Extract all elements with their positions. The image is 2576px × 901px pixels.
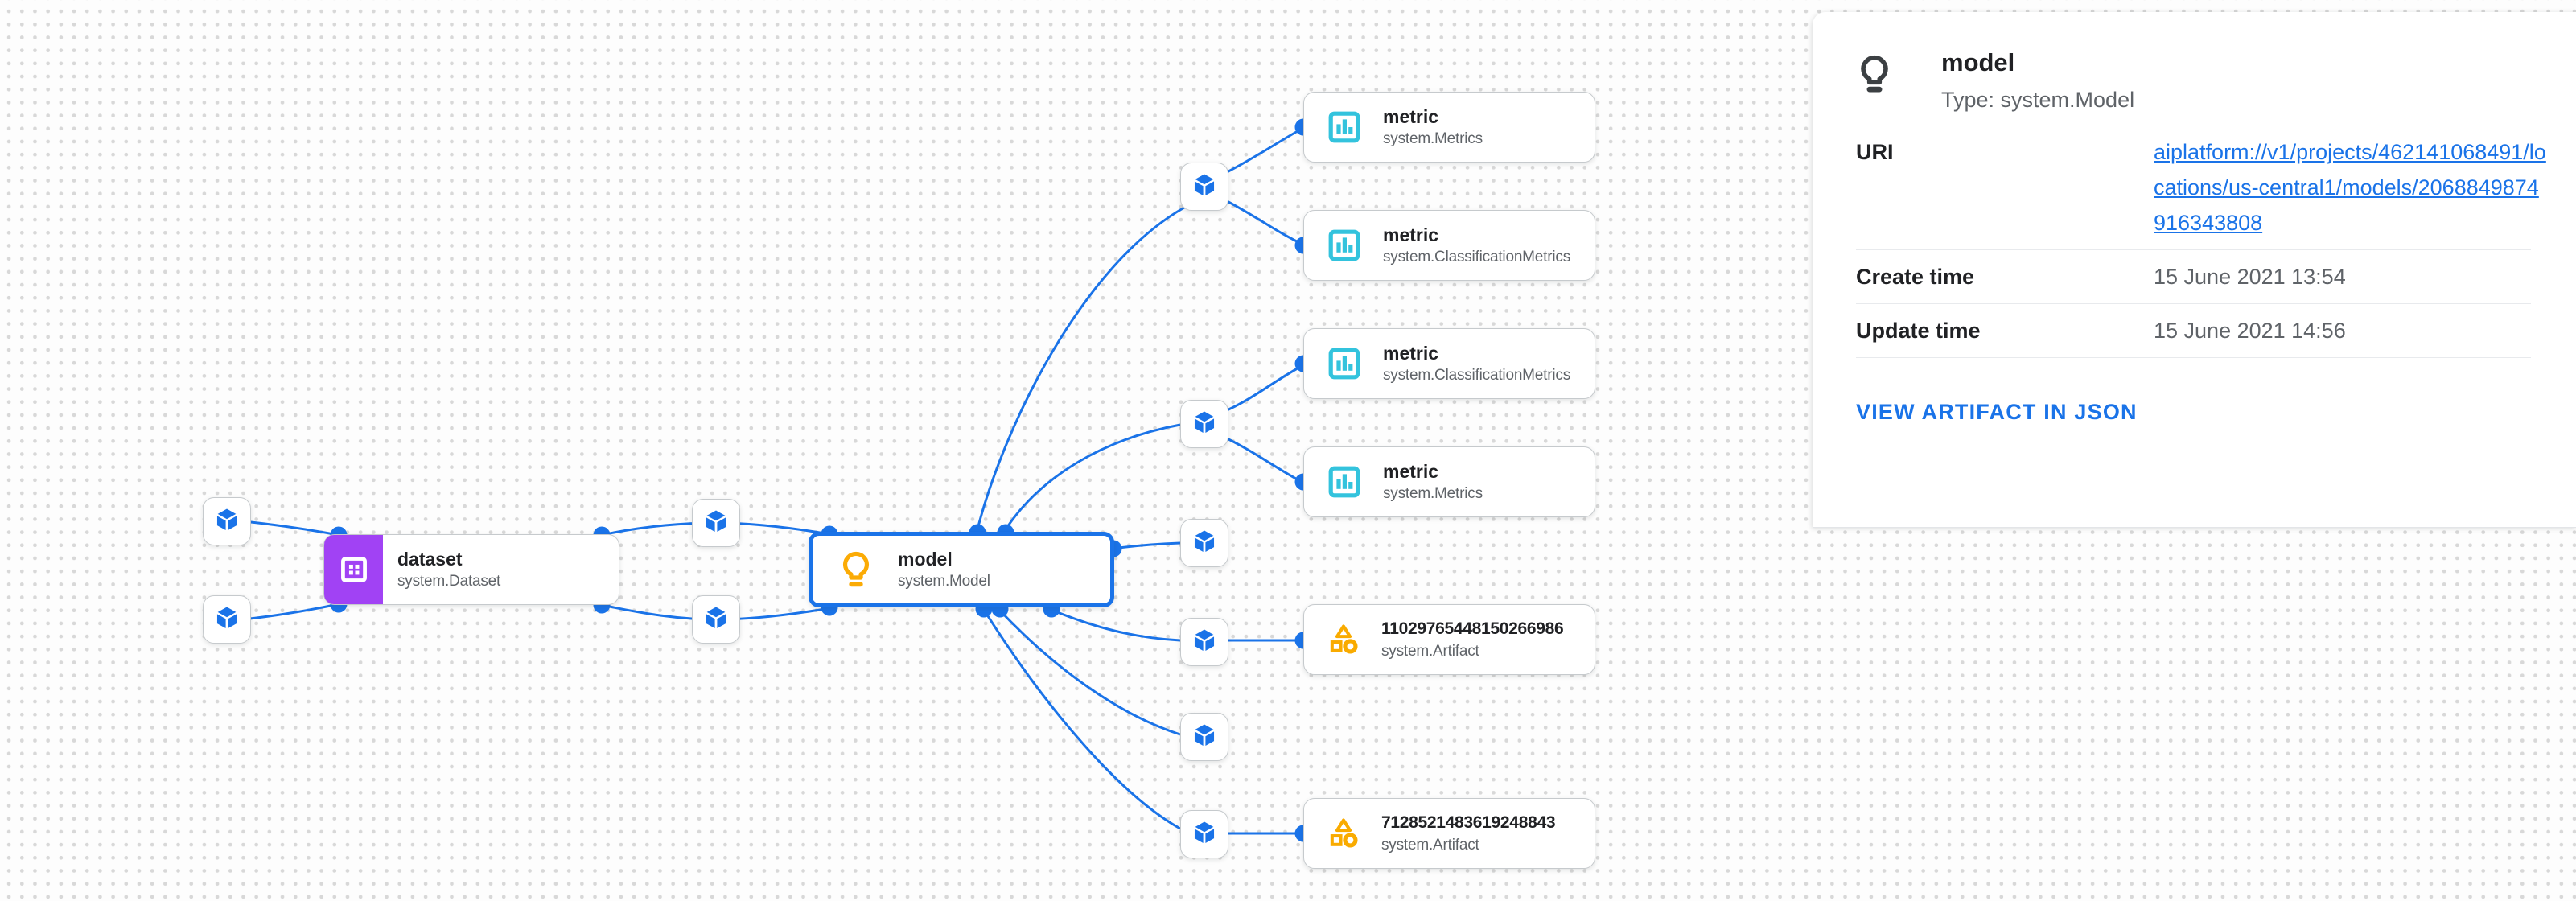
- node-subtitle: system.Model: [898, 573, 990, 590]
- view-artifact-json-link[interactable]: VIEW ARTIFACT IN JSON: [1856, 400, 2138, 424]
- cube-icon: [702, 508, 730, 539]
- node-title: metric: [1383, 343, 1439, 364]
- execution-node[interactable]: [203, 497, 251, 545]
- node-title: metric: [1383, 106, 1439, 127]
- metric-node[interactable]: metric system.ClassificationMetrics: [1303, 328, 1595, 399]
- execution-node[interactable]: [1180, 618, 1228, 666]
- node-title: metric: [1383, 461, 1439, 482]
- metrics-icon: [1325, 344, 1364, 383]
- node-subtitle: system.Metrics: [1383, 130, 1483, 147]
- node-subtitle: system.ClassificationMetrics: [1383, 249, 1571, 265]
- update-time-value: 15 June 2021 14:56: [2154, 319, 2346, 343]
- cube-icon: [702, 604, 730, 636]
- node-subtitle: system.Metrics: [1383, 485, 1483, 502]
- create-time-value: 15 June 2021 13:54: [2154, 265, 2346, 289]
- dataset-node[interactable]: dataset system.Dataset: [323, 534, 619, 605]
- panel-rows: URI aiplatform://v1/projects/46214106849…: [1856, 134, 2546, 358]
- model-node-selected[interactable]: model system.Model: [809, 532, 1114, 607]
- metrics-icon: [1325, 463, 1364, 501]
- panel-header: model Type: system.Model: [1813, 12, 2576, 134]
- execution-node[interactable]: [1180, 810, 1228, 858]
- update-time-label: Update time: [1856, 319, 1981, 343]
- execution-node[interactable]: [692, 499, 740, 547]
- uri-label: URI: [1856, 140, 1894, 164]
- node-title: 11029765448150266986: [1381, 619, 1564, 638]
- panel-title: model: [1941, 48, 2015, 76]
- node-title: dataset: [397, 549, 463, 570]
- dataset-icon: [324, 535, 383, 604]
- lightbulb-icon: [1853, 52, 1896, 100]
- cube-icon: [1191, 819, 1218, 850]
- metric-node[interactable]: metric system.Metrics: [1303, 92, 1595, 163]
- execution-node[interactable]: [1180, 519, 1228, 567]
- node-title: model: [898, 549, 953, 570]
- create-time-row: Create time 15 June 2021 13:54: [1856, 249, 2531, 303]
- cube-icon: [1191, 171, 1218, 203]
- cube-icon: [213, 506, 241, 537]
- execution-node[interactable]: [203, 595, 251, 644]
- node-subtitle: system.Dataset: [397, 573, 501, 590]
- update-time-row: Update time 15 June 2021 14:56: [1856, 303, 2531, 358]
- panel-type-line: Type: system.Model: [1941, 88, 2135, 112]
- artifact-icon: [1325, 621, 1362, 658]
- execution-node[interactable]: [1180, 713, 1228, 761]
- cube-icon: [1191, 409, 1218, 440]
- create-time-label: Create time: [1856, 265, 1975, 289]
- cube-icon: [213, 604, 241, 636]
- node-title: 7128521483619248843: [1381, 813, 1556, 832]
- artifact-icon: [1325, 815, 1362, 852]
- cube-icon: [1191, 528, 1218, 559]
- artifact-node[interactable]: 7128521483619248843 system.Artifact: [1303, 798, 1595, 869]
- execution-node[interactable]: [692, 595, 740, 644]
- artifact-details-panel: model Type: system.Model URI aiplatform:…: [1813, 12, 2576, 528]
- connector-dots: [330, 118, 1312, 842]
- artifact-node[interactable]: 11029765448150266986 system.Artifact: [1303, 604, 1595, 675]
- node-subtitle: system.ClassificationMetrics: [1383, 367, 1571, 384]
- node-subtitle: system.Artifact: [1381, 837, 1479, 854]
- lightbulb-icon: [835, 549, 877, 590]
- metrics-icon: [1325, 226, 1364, 265]
- execution-node[interactable]: [1180, 400, 1228, 448]
- cube-icon: [1191, 722, 1218, 753]
- node-title: metric: [1383, 224, 1439, 245]
- metrics-icon: [1325, 108, 1364, 146]
- execution-node[interactable]: [1180, 163, 1228, 211]
- metric-node[interactable]: metric system.Metrics: [1303, 446, 1595, 517]
- metric-node[interactable]: metric system.ClassificationMetrics: [1303, 210, 1595, 281]
- node-subtitle: system.Artifact: [1381, 643, 1479, 660]
- uri-link[interactable]: aiplatform://v1/projects/462141068491/lo…: [2154, 140, 2546, 235]
- uri-row: URI aiplatform://v1/projects/46214106849…: [1856, 134, 2546, 249]
- cube-icon: [1191, 627, 1218, 658]
